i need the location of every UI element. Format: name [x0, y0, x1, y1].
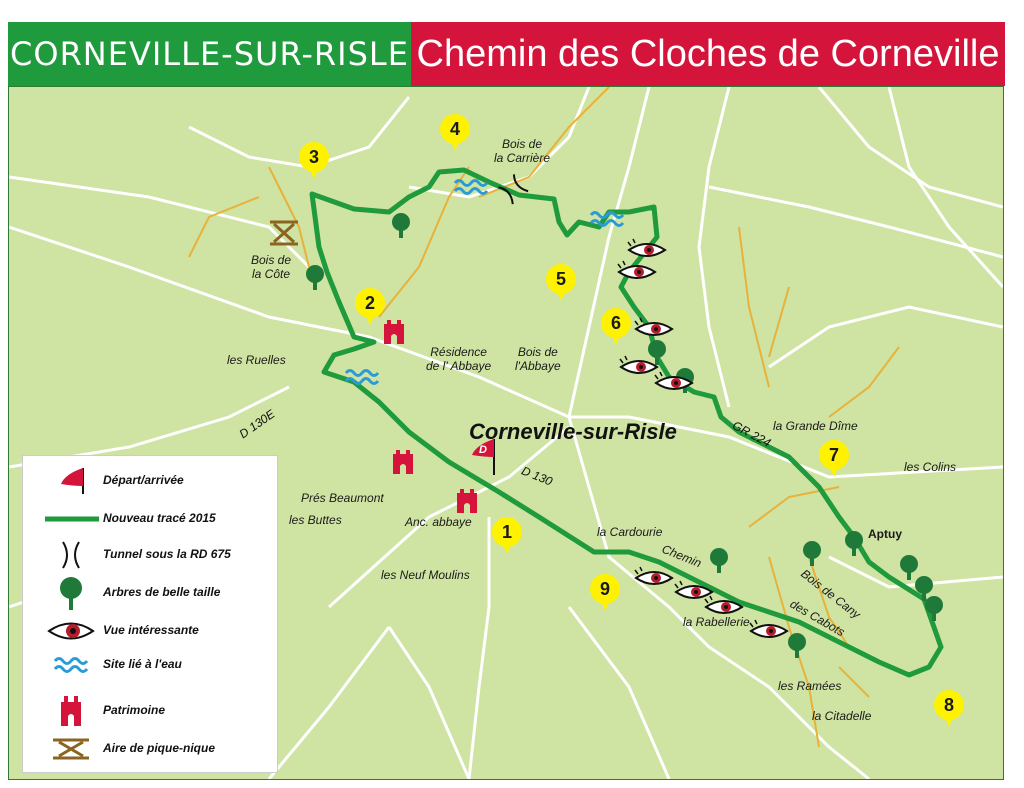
label-bois-abbaye: Bois de l'Abbaye	[515, 345, 561, 373]
legend-label: Départ/arrivée	[103, 473, 184, 487]
heritage-icon	[393, 450, 413, 474]
tree-icon	[803, 541, 821, 566]
tree-icon	[710, 548, 728, 573]
eye-icon	[634, 317, 673, 336]
label-aptuy: Aptuy	[868, 527, 902, 541]
trail-title-bar: Chemin des Cloches de Corneville	[411, 22, 1005, 86]
label-les-colins: les Colins	[904, 460, 957, 474]
picnic-icon	[53, 738, 89, 760]
label-grande-dime: la Grande Dîme	[773, 419, 858, 433]
label-anc-abbaye: Anc. abbaye	[405, 515, 472, 529]
tree-icon	[392, 213, 410, 238]
label-les-ruelles: les Ruelles	[227, 353, 286, 367]
trail-route	[309, 167, 944, 678]
legend-label: Nouveau tracé 2015	[103, 511, 216, 525]
heritage-icon	[457, 489, 477, 513]
eye-icon	[634, 566, 673, 585]
commune-title-bar: CORNEVILLE-SUR-RISLE	[8, 22, 411, 86]
legend-label: Vue intéressante	[103, 623, 199, 637]
label-la-citadelle: la Citadelle	[812, 709, 872, 723]
waypoint-7: 7	[828, 445, 839, 465]
legend-label: Aire de pique-nique	[103, 741, 216, 755]
start-flag-letter: D	[479, 444, 487, 456]
route-line-icon	[45, 516, 99, 522]
legend-label: Patrimoine	[103, 703, 166, 717]
legend-item-start: Départ/arrivée	[23, 464, 277, 498]
legend-item-tunnel: Tunnel sous la RD 675	[23, 538, 277, 572]
waypoint-1: 1	[501, 522, 512, 542]
tunnel-icon	[498, 174, 529, 205]
start-flag-icon	[472, 439, 495, 475]
legend-label: Tunnel sous la RD 675	[103, 547, 231, 561]
waypoint-2: 2	[364, 293, 375, 313]
tree-icon	[900, 555, 918, 580]
eye-icon	[627, 238, 666, 257]
commune-title: CORNEVILLE-SUR-RISLE	[10, 35, 409, 73]
label-bois-carriere: Bois de la Carrière	[494, 137, 551, 165]
tree-icon	[648, 340, 666, 365]
legend-label: Arbres de belle taille	[103, 585, 221, 599]
label-la-cardourie: la Cardourie	[597, 525, 663, 539]
label-les-ramees: les Ramées	[778, 679, 842, 693]
label-town: Corneville-sur-Risle	[469, 419, 677, 444]
waypoint-9: 9	[599, 579, 610, 599]
trail-title: Chemin des Cloches de Corneville	[416, 32, 1000, 75]
waypoint-6: 6	[610, 313, 621, 333]
legend-item-picnic: Aire de pique-nique	[23, 732, 277, 766]
waypoint-5: 5	[555, 269, 566, 289]
legend-item-view: Vue intéressante	[23, 614, 277, 648]
legend-item-heritage: Patrimoine	[23, 694, 277, 728]
eye-icon	[749, 619, 788, 638]
heritage-icon	[384, 320, 404, 344]
eye-icon	[619, 355, 658, 374]
legend-label: Site lié à l'eau	[103, 657, 182, 671]
tree-icon	[788, 633, 806, 658]
tree-icon	[60, 577, 82, 610]
water-icon	[53, 657, 89, 673]
picnic-icon	[270, 220, 298, 246]
tree-icon	[925, 596, 943, 621]
start-flag-icon	[61, 468, 84, 494]
legend-item-trees: Arbres de belle taille	[23, 576, 277, 610]
waypoint-8: 8	[943, 695, 954, 715]
tunnel-icon	[62, 541, 80, 569]
map-legend: Départ/arrivée Nouveau tracé 2015 Tunnel…	[22, 455, 278, 773]
heritage-icon	[61, 696, 81, 726]
tree-icon	[306, 265, 324, 290]
legend-item-route: Nouveau tracé 2015	[23, 502, 277, 536]
legend-item-water: Site lié à l'eau	[23, 648, 277, 682]
label-la-rabellerie: la Rabellerie	[683, 615, 750, 629]
label-les-neuf-moulins: les Neuf Moulins	[381, 568, 470, 582]
label-pres-beaumont: Prés Beaumont	[301, 491, 384, 505]
eye-icon	[47, 622, 95, 640]
waypoint-4: 4	[449, 119, 460, 139]
label-residence-abbaye: Résidence de l' Abbaye	[426, 345, 492, 373]
label-bois-cote: Bois de la Côte	[251, 253, 292, 281]
label-les-buttes: les Buttes	[289, 513, 342, 527]
waypoint-3: 3	[308, 147, 319, 167]
